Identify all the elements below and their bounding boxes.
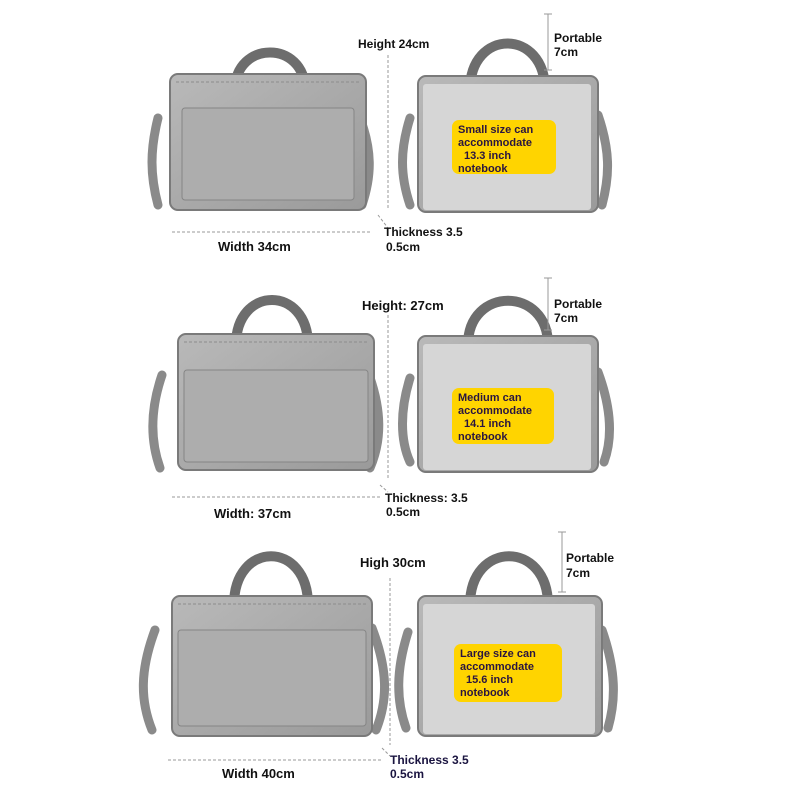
width-label: Width: 37cm	[214, 506, 292, 521]
portable-value: 7cm	[554, 45, 579, 59]
portable-label: Portable	[554, 297, 603, 311]
bag-front-large	[138, 551, 390, 737]
portable-value: 7cm	[566, 566, 591, 580]
capacity-size: 15.6 inch	[466, 674, 514, 686]
thickness-label: Thickness: 3.5	[385, 491, 468, 505]
capacity-text: accommodate	[458, 137, 532, 149]
width-label: Width 40cm	[222, 766, 295, 781]
width-label: Width 34cm	[218, 239, 291, 254]
capacity-text: accommodate	[458, 405, 532, 417]
capacity-text: Large size can	[460, 648, 536, 660]
capacity-badge: Large size can accommodate 15.6 inch not…	[454, 644, 562, 702]
capacity-size: 14.1 inch	[464, 418, 512, 430]
capacity-text: Medium can	[458, 392, 522, 404]
capacity-text: Small size can	[458, 124, 534, 136]
dimension-lines-row-2	[172, 277, 552, 498]
capacity-badge: Medium can accommodate 14.1 inch noteboo…	[452, 388, 554, 444]
dimension-lines-row-1	[172, 13, 552, 233]
capacity-text: notebook	[458, 163, 508, 175]
thickness-label: Thickness 3.5	[384, 225, 463, 239]
bag-back-medium	[398, 295, 614, 473]
capacity-text: accommodate	[460, 661, 534, 673]
dimension-lines-row-3	[168, 531, 566, 761]
capacity-badge: Small size can accommodate 13.3 inch not…	[452, 120, 556, 175]
thickness-tolerance: 0.5cm	[386, 505, 421, 519]
height-label: High 30cm	[360, 555, 426, 570]
portable-label: Portable	[566, 551, 615, 565]
capacity-text: notebook	[460, 687, 510, 699]
bag-front-small	[147, 47, 374, 211]
thickness-tolerance: 0.5cm	[390, 767, 425, 781]
height-label: Height: 27cm	[362, 298, 444, 313]
portable-label: Portable	[554, 31, 603, 45]
capacity-size: 13.3 inch	[464, 150, 512, 162]
portable-value: 7cm	[554, 311, 579, 325]
thickness-label: Thickness 3.5	[390, 753, 469, 767]
thickness-tolerance: 0.5cm	[386, 240, 421, 254]
bag-front-medium	[148, 295, 384, 473]
height-label: Height 24cm	[358, 37, 430, 51]
capacity-text: notebook	[458, 431, 508, 443]
